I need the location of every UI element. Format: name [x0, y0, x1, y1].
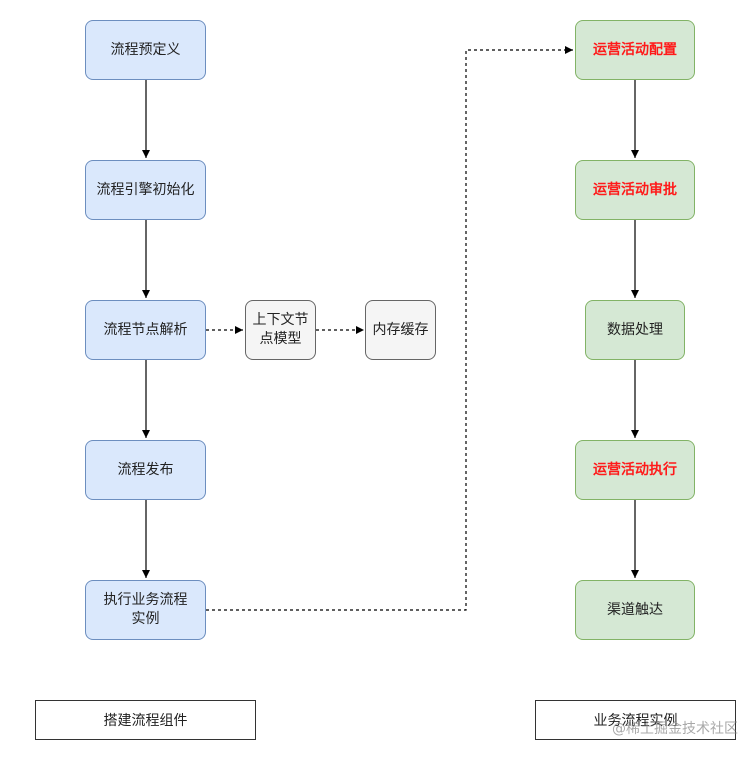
caption-business-instance-label: 业务流程实例 [593, 713, 678, 729]
node-node-parse-label: 流程节点解析 [103, 321, 188, 338]
node-context-model-label: 上下文节点模型 [252, 312, 309, 347]
node-activity-execute: 运营活动执行 [575, 440, 695, 500]
node-engine-init-label: 流程引擎初始化 [96, 181, 195, 198]
node-execute-instance: 执行业务流程实例 [85, 580, 206, 640]
node-memory-cache-label: 内存缓存 [372, 321, 429, 338]
node-activity-execute-label: 运营活动执行 [593, 461, 677, 478]
caption-build-components-label: 搭建流程组件 [103, 713, 188, 729]
node-activity-approval: 运营活动审批 [575, 160, 695, 220]
node-process-predefine: 流程预定义 [85, 20, 206, 80]
node-context-model: 上下文节点模型 [245, 300, 316, 360]
node-execute-instance-label: 执行业务流程实例 [103, 592, 188, 627]
node-engine-init: 流程引擎初始化 [85, 160, 206, 220]
node-channel-reach: 渠道触达 [575, 580, 695, 640]
node-process-predefine-label: 流程预定义 [110, 41, 181, 58]
node-channel-reach-label: 渠道触达 [607, 601, 663, 618]
node-process-publish: 流程发布 [85, 440, 206, 500]
node-memory-cache: 内存缓存 [365, 300, 436, 360]
watermark: @稀土掘金技术社区 [612, 721, 738, 737]
node-activity-config: 运营活动配置 [575, 20, 695, 80]
node-activity-approval-label: 运营活动审批 [593, 181, 677, 198]
node-activity-config-label: 运营活动配置 [593, 41, 677, 58]
node-data-processing-label: 数据处理 [607, 321, 663, 338]
dashed-elbow-n5-r1 [206, 46, 573, 611]
node-node-parse: 流程节点解析 [85, 300, 206, 360]
node-process-publish-label: 流程发布 [117, 461, 174, 478]
node-data-processing: 数据处理 [585, 300, 685, 360]
caption-business-instance: 业务流程实例 [535, 700, 736, 740]
caption-build-components: 搭建流程组件 [35, 700, 256, 740]
